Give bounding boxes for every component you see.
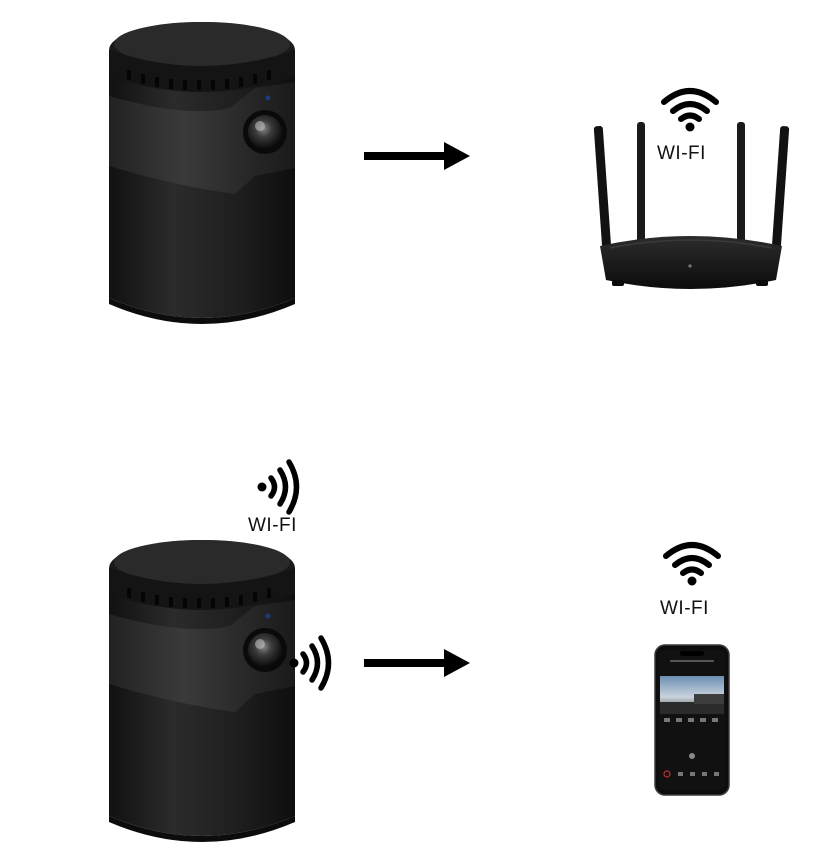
camera-device: [105, 536, 300, 844]
wifi-icon: [256, 458, 304, 516]
smartphone-device: [654, 644, 730, 796]
router-wifi-label: WI-FI: [657, 143, 706, 164]
arrow-right-icon: [364, 647, 470, 679]
phone-wifi-label: WI-FI: [660, 598, 709, 619]
camera-wifi-label: WI-FI: [248, 515, 297, 536]
arrow-right-icon: [364, 140, 470, 172]
wifi-signal-icon: [288, 634, 336, 692]
camera-device: [105, 18, 300, 326]
wifi-icon: [662, 540, 722, 586]
router-device: [590, 118, 790, 294]
wifi-icon: [660, 86, 720, 132]
